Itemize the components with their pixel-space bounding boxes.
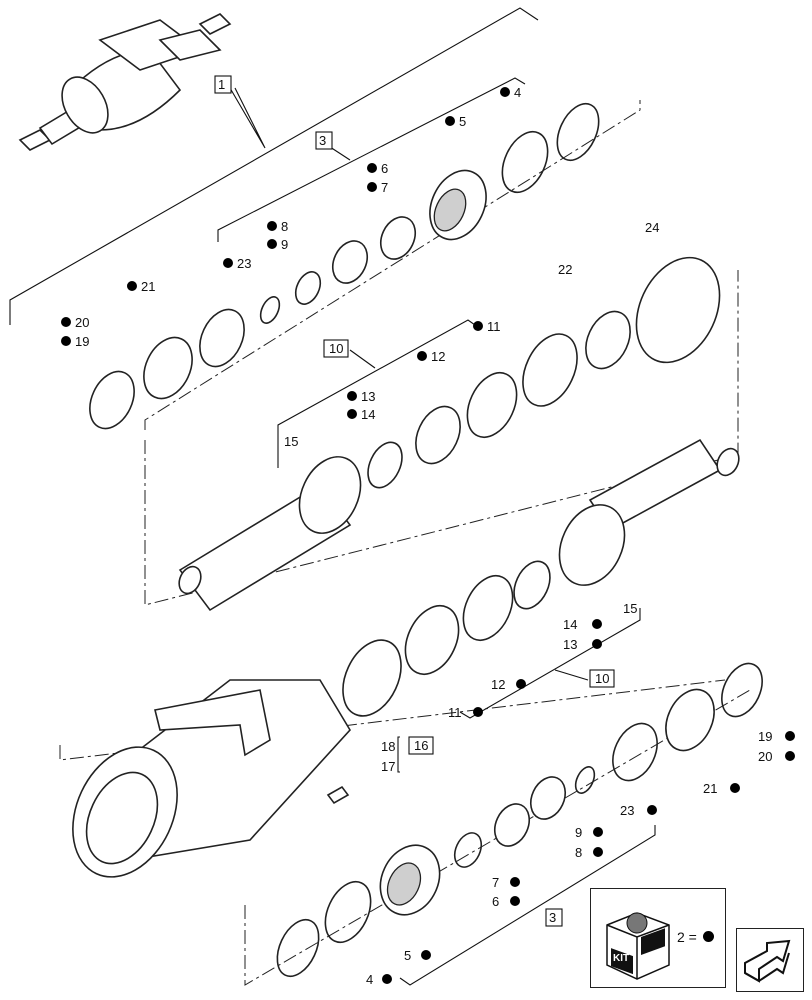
callout-14-lower: 14 [563, 617, 577, 632]
callout-9-upper: 9 [281, 237, 288, 252]
callout-12-lower: 12 [491, 677, 505, 692]
callout-22: 22 [558, 262, 572, 277]
bracket-3-upper [217, 77, 526, 242]
callout-6-lower: 6 [492, 894, 499, 909]
kit-equals-label: 2 = [677, 929, 697, 945]
callout-6-upper: 6 [381, 161, 388, 176]
callout-7-upper: 7 [381, 180, 388, 195]
callout-15-upper: 15 [284, 434, 298, 449]
leader-1 [229, 87, 266, 149]
callout-5-upper: 5 [459, 114, 466, 129]
kit-box-icon: KIT KIT [606, 912, 670, 980]
svg-text:KIT: KIT [613, 953, 629, 964]
snap-rings [585, 256, 721, 370]
callout-20-lower: 20 [758, 749, 772, 764]
kit-legend: KIT KIT 2 = [590, 888, 726, 988]
piston-parts [178, 333, 740, 717]
callout-11-lower: 11 [448, 705, 462, 720]
svg-text:KIT: KIT [643, 959, 659, 970]
callout-19-upper: 19 [75, 334, 89, 349]
lower-seal-parts [276, 662, 763, 978]
axis-upper [144, 100, 641, 430]
bracket-10-lower [459, 608, 641, 719]
black-dot-icon [703, 931, 714, 942]
callout-3-lower: 3 [549, 910, 556, 925]
callout-14-upper: 14 [361, 407, 375, 422]
callouts: 1 3 4 5 6 7 8 9 23 21 20 19 24 22 10 11 … [61, 75, 795, 987]
callout-17: 17 [381, 759, 395, 774]
bracket-3-lower [399, 825, 656, 986]
callout-23-upper: 23 [237, 256, 251, 271]
callout-1: 1 [218, 77, 225, 92]
bracket-16 [397, 736, 400, 773]
callout-24: 24 [645, 220, 659, 235]
axis-lower [244, 689, 751, 986]
axis-piston [144, 270, 739, 606]
callout-4-lower: 4 [366, 972, 373, 987]
callout-16: 16 [414, 738, 428, 753]
callout-10-upper: 10 [329, 341, 343, 356]
callout-18: 18 [381, 739, 395, 754]
callout-3-upper: 3 [319, 133, 326, 148]
leader-10-lower [554, 669, 589, 681]
callout-10-lower: 10 [595, 671, 609, 686]
callout-8-lower: 8 [575, 845, 582, 860]
callout-20-upper: 20 [75, 315, 89, 330]
callout-13-upper: 13 [361, 389, 375, 404]
cylinder-assembly-thumbnail [18, 13, 232, 151]
return-arrow-icon [744, 939, 791, 983]
bracket-1 [9, 7, 539, 325]
upper-seal-parts [89, 102, 600, 430]
callout-8-upper: 8 [281, 219, 288, 234]
callout-15-lower: 15 [623, 601, 637, 616]
callout-21-upper: 21 [141, 279, 155, 294]
callout-21-lower: 21 [703, 781, 717, 796]
callout-11-upper: 11 [487, 319, 501, 334]
callout-7-lower: 7 [492, 875, 499, 890]
callout-4-upper: 4 [514, 85, 521, 100]
callout-12-upper: 12 [431, 349, 445, 364]
callout-19-lower: 19 [758, 729, 772, 744]
callout-5-lower: 5 [404, 948, 411, 963]
axis-barrel [59, 679, 726, 761]
callout-13-lower: 13 [563, 637, 577, 652]
callout-23-lower: 23 [620, 803, 634, 818]
barrel-part [72, 679, 351, 878]
leader-10-upper [349, 349, 376, 369]
return-button[interactable] [736, 928, 804, 992]
bracket-10-upper [277, 319, 476, 468]
callout-9-lower: 9 [575, 825, 582, 840]
